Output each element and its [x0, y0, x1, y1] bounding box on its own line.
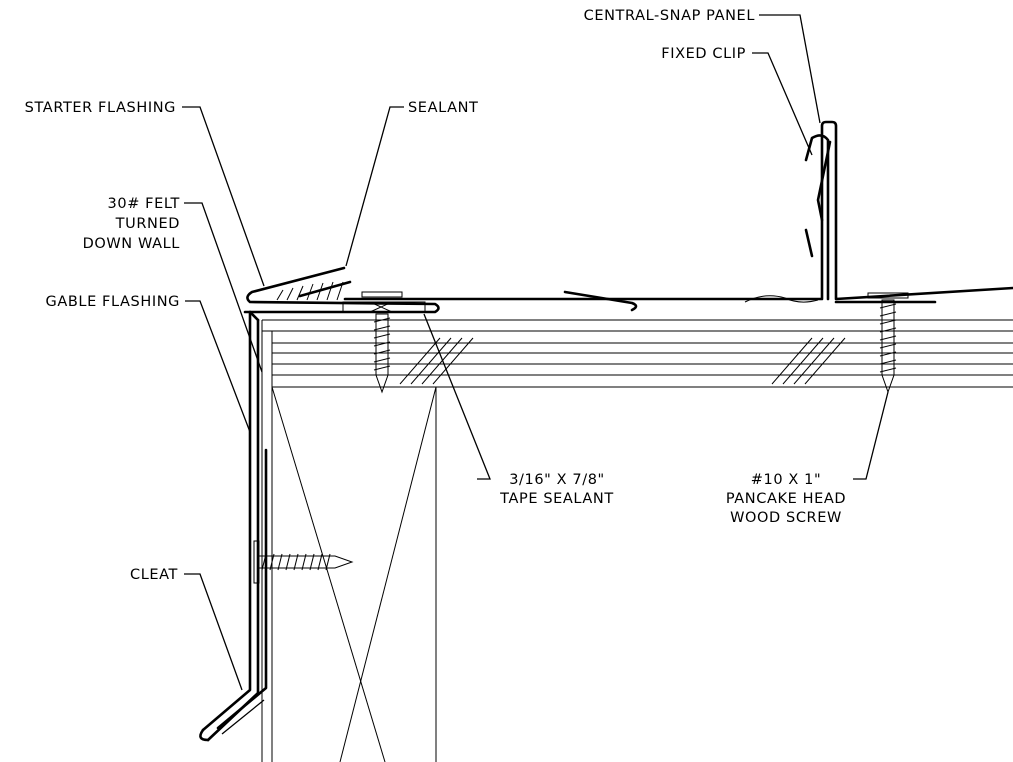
- label-felt-line2: TURNED: [115, 216, 180, 232]
- label-fixed-clip: FIXED CLIP: [661, 46, 746, 62]
- tape-sealant: [342, 301, 426, 313]
- label-cleat: CLEAT: [130, 567, 178, 583]
- cleat: [216, 448, 268, 735]
- wall-framing: [261, 320, 437, 762]
- gable-flashing: [199, 266, 440, 742]
- label-felt-line3: DOWN WALL: [83, 236, 180, 252]
- break-lines: [399, 337, 846, 385]
- label-central-snap-panel: CENTRAL-SNAP PANEL: [584, 8, 755, 24]
- label-screw-line3: WOOD SCREW: [730, 510, 842, 526]
- label-starter-flashing: STARTER FLASHING: [25, 100, 176, 116]
- central-snap-panel: [343, 120, 1013, 312]
- roof-deck-layers: [262, 319, 1013, 388]
- horizontal-screw: [253, 540, 354, 584]
- label-tape-sealant-line2: TAPE SEALANT: [499, 491, 614, 507]
- label-screw-line2: PANCAKE HEAD: [726, 491, 846, 507]
- label-screw-line1: #10 X 1": [751, 472, 821, 488]
- leader-lines: [182, 14, 889, 691]
- label-sealant: SEALANT: [408, 100, 479, 116]
- pancake-screw-left: [361, 291, 403, 394]
- label-gable-flashing: GABLE FLASHING: [46, 294, 181, 310]
- label-tape-sealant-line1: 3/16" X 7/8": [509, 472, 605, 488]
- label-felt-line1: 30# FELT: [108, 196, 180, 212]
- pancake-screw-right: [867, 292, 909, 394]
- starter-flashing: [276, 280, 352, 301]
